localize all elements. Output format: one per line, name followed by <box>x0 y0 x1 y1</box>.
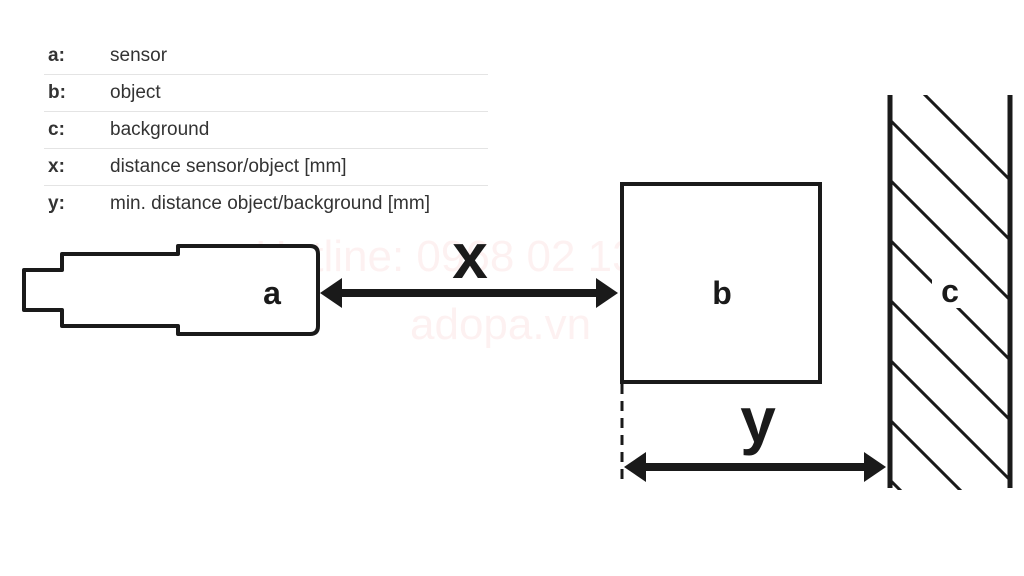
distance-y-arrowhead-left <box>624 452 646 482</box>
legend-row-sensor: a: sensor <box>44 38 488 75</box>
legend-table: a: sensor b: object c: background x: dis… <box>44 38 488 222</box>
sensor-body <box>22 244 320 336</box>
legend-key: a: <box>48 45 65 66</box>
distance-y-label: y <box>740 384 776 456</box>
legend-description: object <box>110 82 161 103</box>
legend-row-distance-y: y: min. distance object/background [mm] <box>44 186 488 222</box>
distance-x-label: x <box>452 220 488 292</box>
legend-key: c: <box>48 119 65 140</box>
legend-row-distance-x: x: distance sensor/object [mm] <box>44 149 488 186</box>
background-wall-hatching <box>890 95 1010 490</box>
legend-description: background <box>110 119 210 140</box>
background-label: c <box>941 273 959 309</box>
legend-description: min. distance object/background [mm] <box>110 193 430 214</box>
object-label: b <box>712 275 732 311</box>
distance-x-arrowhead-left <box>320 278 342 308</box>
legend-row-object: b: object <box>44 75 488 112</box>
distance-x-arrowhead-right <box>596 278 618 308</box>
legend-key: x: <box>48 156 65 177</box>
legend-key: y: <box>48 193 65 214</box>
sensor-label: a <box>263 275 281 311</box>
distance-y-arrowhead-right <box>864 452 886 482</box>
background-label-backing <box>932 268 968 308</box>
legend-description: sensor <box>110 45 168 66</box>
legend-key: b: <box>48 82 66 103</box>
legend-row-background: c: background <box>44 112 488 149</box>
legend-description: distance sensor/object [mm] <box>110 156 347 177</box>
object-box <box>620 182 822 384</box>
